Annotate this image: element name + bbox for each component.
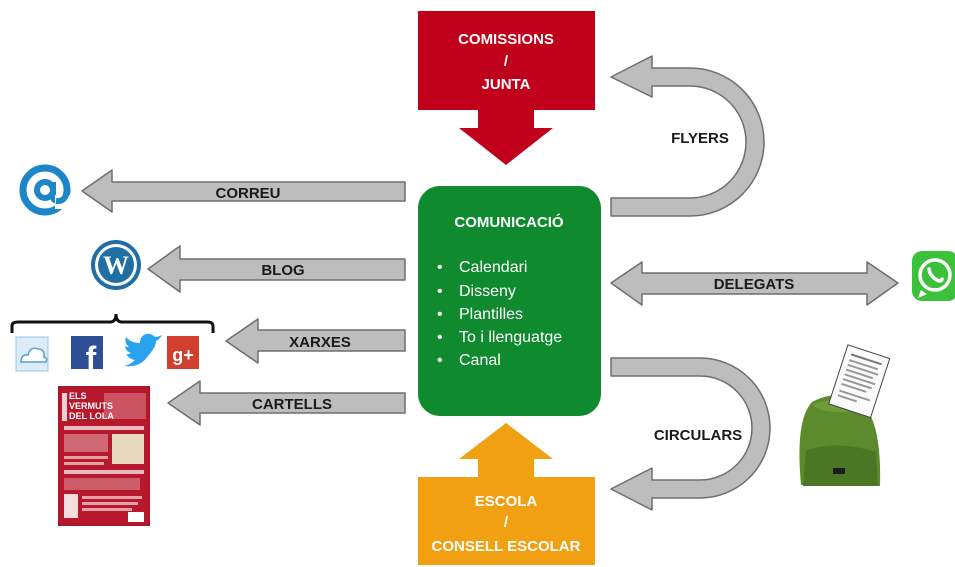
facebook-icon: f (71, 336, 103, 376)
poster-title-line3: DEL LOLA (69, 411, 114, 421)
center-list-item: Canal (459, 352, 501, 369)
arrow-delegats: DELEGATS (610, 261, 899, 306)
center-list-bullet: • (437, 306, 443, 323)
bottom-box-line3: CONSELL ESCOLAR (432, 538, 581, 555)
arrow-delegats-shape (610, 261, 899, 306)
wordpress-icon: W (91, 240, 141, 290)
arrow-circulars: CIRCULARS (610, 357, 771, 511)
arrow-circulars-shape (610, 357, 771, 511)
poster-title-line1: ELS (69, 391, 87, 401)
arrow-flyers-shape (610, 55, 765, 217)
bottom-box-up-arrow (459, 423, 553, 477)
arrow-cartells: CARTELLS (167, 380, 406, 426)
arrow-xarxes-shape (225, 318, 406, 364)
social-bracket (10, 313, 215, 333)
arrow-flyers-label: FLYERS (671, 130, 729, 147)
arrow-blog-label: BLOG (261, 262, 304, 279)
svg-text:g+: g+ (172, 345, 194, 365)
svg-text:f: f (86, 340, 97, 376)
svg-text:W: W (103, 251, 129, 280)
twitter-icon (124, 333, 162, 367)
center-list-item: Calendari (459, 259, 527, 276)
arrow-cartells-label: CARTELLS (252, 396, 332, 413)
center-list-item: To i llenguatge (459, 329, 562, 346)
bottom-box-line2: / (504, 514, 509, 531)
center-list-item: Plantilles (459, 306, 523, 323)
at-sign-icon (19, 164, 71, 216)
center-title: COMUNICACIÓ (454, 213, 563, 231)
arrow-correu-shape (81, 169, 406, 213)
arrow-flyers: FLYERS (610, 55, 765, 217)
arrow-blog-shape (147, 245, 406, 293)
center-list-bullet: • (437, 329, 443, 346)
arrow-correu: CORREU (81, 169, 406, 213)
arrow-delegats-label: DELEGATS (714, 276, 795, 293)
arrow-cartells-shape (167, 380, 406, 426)
poster-image: ELS VERMUTS DEL LOLA (58, 386, 150, 526)
icloud-icon (15, 336, 49, 372)
arrow-circulars-label: CIRCULARS (654, 427, 742, 444)
whatsapp-icon (912, 251, 955, 301)
google-plus-icon: g+ (167, 336, 199, 369)
bottom-box-rect (418, 477, 595, 565)
center-list-item: Disseny (459, 283, 516, 300)
top-box-down-arrow (459, 110, 553, 165)
top-box-line2: / (504, 53, 509, 70)
center-box-rect (418, 186, 601, 416)
top-box-line1: COMISSIONS (458, 31, 554, 48)
center-list-bullet: • (437, 283, 443, 300)
arrow-blog: BLOG (147, 245, 406, 293)
top-box-line3: JUNTA (482, 76, 531, 93)
bottom-box-line1: ESCOLA (475, 493, 538, 510)
top-box-rect (418, 11, 595, 110)
poster-title-line2: VERMUTS (69, 401, 113, 411)
backpack-icon (799, 344, 891, 486)
center-list-bullet: • (437, 259, 443, 276)
bottom-box: ESCOLA / CONSELL ESCOLAR (418, 423, 595, 565)
arrow-correu-label: CORREU (215, 185, 280, 202)
center-list: • Calendari • Disseny • Plantilles • To … (437, 259, 562, 369)
center-box: COMUNICACIÓ • Calendari • Disseny • Plan… (418, 186, 601, 416)
arrow-xarxes: XARXES (225, 318, 406, 364)
center-list-bullet: • (437, 352, 443, 369)
arrow-xarxes-label: XARXES (289, 334, 351, 351)
top-box: COMISSIONS / JUNTA (418, 11, 595, 165)
circular-paper (828, 344, 891, 419)
